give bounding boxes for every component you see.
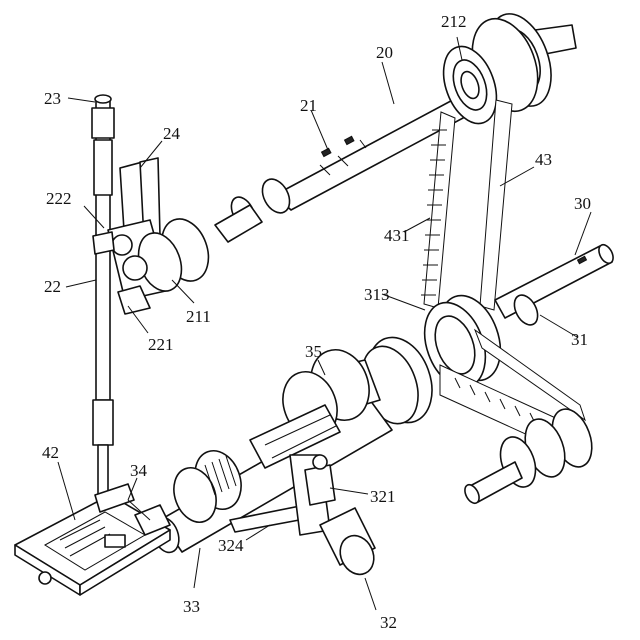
- label-20: 20: [376, 43, 393, 62]
- label-313: 313: [364, 285, 390, 304]
- label-321: 321: [370, 487, 396, 506]
- label-23: 23: [44, 89, 61, 108]
- label-211: 211: [186, 307, 211, 326]
- label-21: 21: [300, 96, 317, 115]
- lower-shaft-31: [495, 242, 616, 328]
- label-30: 30: [574, 194, 591, 213]
- label-42: 42: [42, 443, 59, 462]
- label-33: 33: [183, 597, 200, 616]
- label-221: 221: [148, 335, 174, 354]
- label-31: 31: [571, 330, 588, 349]
- label-32: 32: [380, 613, 397, 632]
- needle-bar-22: [92, 95, 114, 495]
- label-34: 34: [130, 461, 148, 480]
- belt-43: [480, 100, 512, 310]
- label-22: 22: [44, 277, 61, 296]
- label-222: 222: [46, 189, 72, 208]
- label-324: 324: [218, 536, 244, 555]
- label-24: 24: [163, 124, 181, 143]
- label-431: 431: [384, 226, 410, 245]
- timing-belt-431: [421, 112, 455, 308]
- label-43: 43: [535, 150, 552, 169]
- label-212: 212: [441, 12, 467, 31]
- label-35: 35: [305, 342, 322, 361]
